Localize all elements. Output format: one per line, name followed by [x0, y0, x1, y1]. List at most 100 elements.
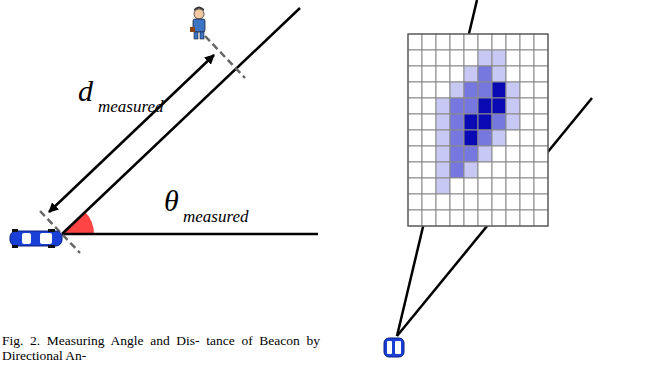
- grid-cell: [436, 194, 450, 210]
- grid-cell: [492, 114, 506, 130]
- grid-cell: [506, 34, 520, 50]
- grid-cell: [534, 162, 548, 178]
- grid-cell: [506, 82, 520, 98]
- grid-cell: [450, 210, 464, 226]
- grid-cell: [408, 210, 422, 226]
- grid-cell: [408, 194, 422, 210]
- grid-cell: [408, 178, 422, 194]
- grid-cell: [506, 66, 520, 82]
- grid-cell: [422, 194, 436, 210]
- grid-cell: [422, 82, 436, 98]
- grid-cell: [422, 98, 436, 114]
- grid-cell: [422, 162, 436, 178]
- distance-symbol: d: [78, 76, 93, 106]
- grid-cell: [492, 66, 506, 82]
- grid-cell: [450, 114, 464, 130]
- grid-cell: [464, 146, 478, 162]
- grid-cell: [464, 162, 478, 178]
- grid-cell: [436, 34, 450, 50]
- grid-cell: [436, 66, 450, 82]
- grid-cell: [534, 34, 548, 50]
- grid-cell: [506, 194, 520, 210]
- grid-cell: [478, 114, 492, 130]
- grid-cell: [436, 50, 450, 66]
- grid-cell: [408, 114, 422, 130]
- beam-edge: [397, 98, 592, 336]
- grid-cell: [408, 130, 422, 146]
- grid-cell: [464, 130, 478, 146]
- grid-cell: [478, 162, 492, 178]
- grid-cell: [478, 50, 492, 66]
- grid-cell: [450, 50, 464, 66]
- grid-cell: [408, 98, 422, 114]
- grid-cell: [464, 98, 478, 114]
- reference-line: [62, 233, 318, 236]
- distance-arrow: [49, 55, 214, 212]
- grid-cell: [492, 210, 506, 226]
- grid-cell: [534, 178, 548, 194]
- grid-cell: [506, 114, 520, 130]
- bearing-line: [62, 8, 300, 234]
- grid-cell: [436, 210, 450, 226]
- grid-cell: [520, 66, 534, 82]
- grid-cell: [436, 98, 450, 114]
- grid-cell: [408, 146, 422, 162]
- grid-cell: [506, 146, 520, 162]
- grid-cell: [464, 178, 478, 194]
- grid-cell: [450, 66, 464, 82]
- grid-cell: [520, 210, 534, 226]
- grid-cell: [478, 210, 492, 226]
- grid-cell: [464, 114, 478, 130]
- grid-cell: [534, 98, 548, 114]
- grid-cell: [492, 146, 506, 162]
- grid-cell: [520, 162, 534, 178]
- grid-cell: [478, 34, 492, 50]
- grid-cell: [422, 50, 436, 66]
- grid-cell: [436, 146, 450, 162]
- grid-cell: [520, 114, 534, 130]
- grid-cell: [464, 82, 478, 98]
- person-icon: [190, 7, 205, 40]
- grid-border: [408, 34, 548, 226]
- grid-cell: [478, 146, 492, 162]
- grid-cell: [534, 50, 548, 66]
- distance-subscript: measured: [98, 98, 163, 115]
- grid-cell: [520, 146, 534, 162]
- grid-cell: [450, 178, 464, 194]
- grid-cell: [408, 50, 422, 66]
- grid-cell: [520, 194, 534, 210]
- grid-cell: [436, 130, 450, 146]
- grid-cell: [520, 50, 534, 66]
- grid-cell: [464, 194, 478, 210]
- grid-cell: [464, 210, 478, 226]
- grid-cell: [478, 178, 492, 194]
- grid-cell: [492, 34, 506, 50]
- grid-cell: [534, 194, 548, 210]
- grid-cell: [436, 114, 450, 130]
- grid-cell: [492, 130, 506, 146]
- grid-cell: [520, 178, 534, 194]
- grid-cell: [520, 82, 534, 98]
- grid-cell: [408, 82, 422, 98]
- grid-cell: [506, 210, 520, 226]
- grid-cell: [464, 50, 478, 66]
- grid-cell: [492, 82, 506, 98]
- grid-cell: [464, 66, 478, 82]
- grid-cell: [422, 178, 436, 194]
- grid-cell: [534, 130, 548, 146]
- grid-cell: [520, 98, 534, 114]
- grid-cell: [492, 50, 506, 66]
- angle-subscript: measured: [183, 208, 248, 225]
- car-icon: [384, 338, 404, 357]
- grid-cell: [534, 114, 548, 130]
- grid-cell: [408, 34, 422, 50]
- grid-cell: [450, 82, 464, 98]
- probability-grid: [408, 34, 548, 226]
- grid-cell: [520, 34, 534, 50]
- grid-cell: [422, 114, 436, 130]
- grid-cell: [422, 146, 436, 162]
- grid-cell: [436, 178, 450, 194]
- figure-caption: Fig. 2. Measuring Angle and Dis- tance o…: [2, 333, 320, 363]
- grid-cell: [506, 162, 520, 178]
